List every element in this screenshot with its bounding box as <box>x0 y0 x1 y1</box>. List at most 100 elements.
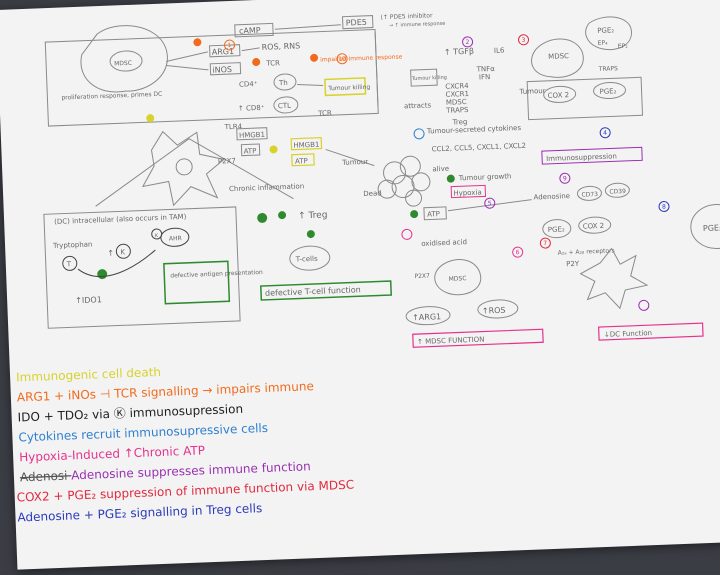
atp-b-label: ATP <box>295 157 308 165</box>
tumour-killing-box-2 <box>410 68 438 87</box>
arrow-to-arg1 <box>165 51 208 62</box>
ctl-label: CTL <box>278 102 291 110</box>
tcr-label-2: TCR <box>317 109 332 118</box>
inos-box <box>209 62 242 76</box>
atp-a-label: ATP <box>243 147 256 155</box>
pge2-right-label: PGE₂ <box>703 223 720 233</box>
green-marker-2 <box>410 210 419 219</box>
cd8-label: ↑ CD8⁺ <box>238 104 265 113</box>
legend-text: Adenosine suppresses immune function <box>71 459 311 482</box>
green-marker-5 <box>278 211 287 220</box>
pge2-mid-cell <box>542 219 572 239</box>
legend-text: Hypoxia-Induced ↑Chronic ATP <box>19 443 205 464</box>
hmgb1-box-a <box>236 127 268 141</box>
pde5-box <box>341 15 374 30</box>
p2x7-bottom-label: P2X7 <box>414 273 430 281</box>
dc-nucleus <box>175 158 193 176</box>
tryptophan-label: Tryptophan <box>52 240 93 250</box>
cox2-cell <box>543 85 577 103</box>
magenta-marker-1 <box>401 228 413 240</box>
circle-2: 2 <box>465 39 469 46</box>
circle-4: 4 <box>603 130 607 137</box>
circle-5: 5 <box>488 200 492 207</box>
legend-line-5: Hypoxia-Induced ↑Chronic ATP <box>19 443 205 464</box>
pge2-top-cell <box>585 16 632 51</box>
tumour-growth-label: Tumour growth <box>458 172 512 182</box>
ido-label: ↑IDO1 <box>75 295 102 305</box>
t-circle <box>62 255 78 271</box>
legend-text: Adenosine + PGE₂ signalling in Treg cell… <box>17 501 262 524</box>
mdsc-label: MDSC <box>114 60 132 68</box>
ten-label: TRAPS <box>598 65 619 73</box>
il6-label: IL6 <box>494 46 505 54</box>
p2y-label: P2Y <box>566 260 580 269</box>
mdsc-bottom-cell <box>434 259 482 296</box>
top-region: MDSC cAMP PDE5 (↑ PDE5 inhibitor → ↑ imm… <box>61 12 644 127</box>
k-label: K <box>120 248 125 256</box>
p2x7-label: P2X7 <box>218 157 236 166</box>
pge2-cell <box>593 81 627 100</box>
proliferation-label: proliferation response, primes DC <box>61 91 162 102</box>
pge2-top-label: PGE₂ <box>597 26 614 35</box>
tcells-label: T-cells <box>295 255 318 264</box>
hypoxia-box <box>450 184 487 199</box>
tumour-cluster <box>377 155 431 207</box>
tcr-label: TCR <box>265 59 280 68</box>
orange-marker-2 <box>252 58 261 67</box>
cd4-label: CD4⁺ <box>239 80 258 89</box>
tgfb-label: ↑ TGFβ <box>444 47 474 57</box>
camp-box <box>234 22 274 38</box>
dead-label: Dead <box>363 189 382 198</box>
circle-7: 7 <box>543 240 547 247</box>
tumour-secreted-label: Tumour-secreted cytokines <box>426 124 522 136</box>
middle-region: TLR4 HMGB1 ATP P2X7 HMGB1 ATP Chronic in… <box>141 114 720 257</box>
ros-rns-label: ROS, RNS <box>261 41 300 51</box>
traps-label: TRAPS <box>445 106 469 115</box>
adenosine-label: Adenosine <box>533 192 570 201</box>
legend-text: Cytokines recruit immunosupressive cells <box>18 421 268 445</box>
defective-antigen-box <box>163 260 231 305</box>
tumour-killing-label: Tumour killing <box>327 84 370 93</box>
atp-label: ATP <box>427 210 440 218</box>
cox2-mid-label: COX 2 <box>583 222 605 231</box>
kn-label: K <box>155 233 159 239</box>
green-marker-4 <box>257 212 268 223</box>
legend-struck-text: Adenosi <box>20 468 72 484</box>
ahr-cell <box>160 227 190 247</box>
chemokines-label: CCL2, CCL5, CXCL1, CXCL2 <box>432 142 527 154</box>
cxcr1-label: CXCR1 <box>445 90 469 99</box>
pde5-note-2: → ↑ immune response <box>389 21 446 29</box>
tnfa-label: TNFα <box>475 65 495 74</box>
mdsc-bottom-label: MDSC <box>449 275 467 283</box>
cd73-label: CD73 <box>581 191 598 199</box>
oxidised-label: oxidised acid <box>421 238 467 248</box>
tlr4-label: TLR4 <box>224 123 243 132</box>
kn-circle <box>151 228 163 240</box>
bottom-right-region: oxidised acid MDSC P2X7 ↑ARG1 ↑ROS ↑ MDS… <box>401 228 704 348</box>
circle-8: 8 <box>662 203 666 210</box>
circle-3: 3 <box>521 37 525 44</box>
orange-marker-1 <box>193 38 202 47</box>
treg-label: ↑ Treg <box>298 210 328 221</box>
green-marker-1 <box>446 174 455 183</box>
ifn-label: IFN <box>479 73 491 81</box>
legend-line-8: Adenosine + PGE₂ signalling in Treg cell… <box>17 501 262 524</box>
orange-marker-3 <box>310 53 319 62</box>
treg-top-label: Treg <box>452 118 468 127</box>
legend-text: ARG1 + iNOs ⊣ TCR signalling → impairs i… <box>17 379 314 404</box>
pencil-frame <box>43 28 379 329</box>
camp-label: cAMP <box>239 26 261 36</box>
th-cell <box>273 73 297 91</box>
number-markers: 1 2 3 4 5 6 7 8 9 10 <box>224 34 670 258</box>
arg1-bottom-ellipse <box>405 306 451 326</box>
atp-box-a <box>240 143 261 157</box>
defective-t-label: defective T-cell function <box>265 285 361 298</box>
circle-9: 9 <box>563 175 567 182</box>
hypoxia-label: Hypoxia <box>453 188 482 197</box>
macrophage-cell <box>80 25 168 93</box>
arg1-label: ARG1 <box>212 47 235 57</box>
atp-box <box>423 206 447 221</box>
k-up-label: ↑ <box>107 249 114 258</box>
legend-line-4: Cytokines recruit immunosupressive cells <box>18 421 268 445</box>
box-title: (DC) intracellular (also occurs in TAM) <box>54 213 187 226</box>
